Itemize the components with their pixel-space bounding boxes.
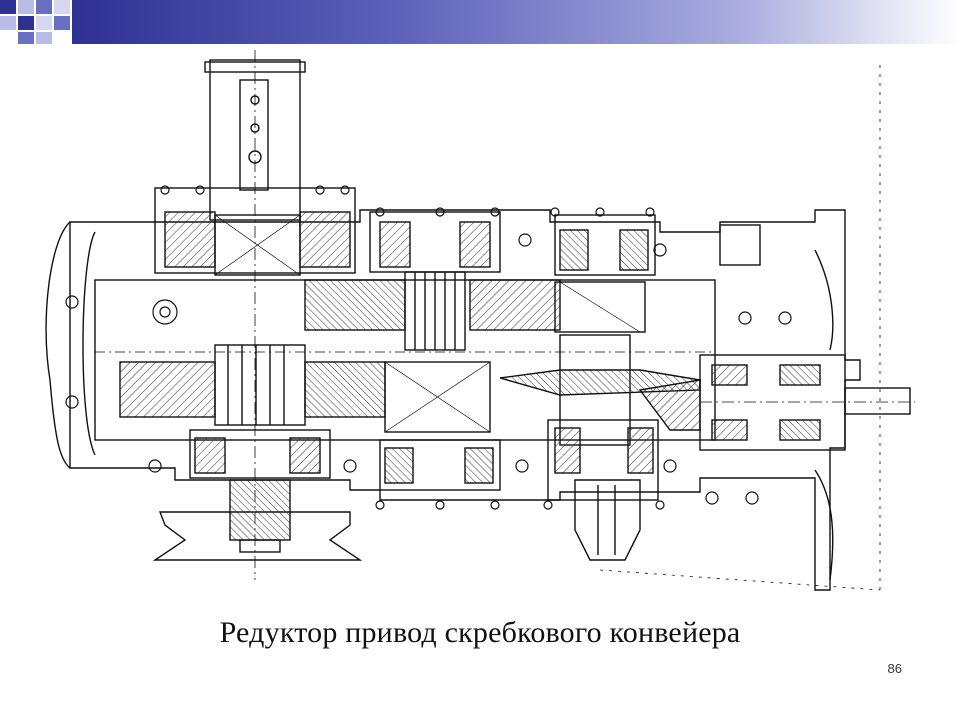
slide-caption: Редуктор привод скребкового конвейера — [219, 616, 741, 649]
header-gradient-bar — [0, 0, 960, 44]
gearbox-cross-section-drawing — [45, 50, 915, 591]
bottom-pulley — [152, 511, 363, 561]
page-number: 86 — [887, 661, 902, 676]
bolt-circles — [65, 185, 792, 510]
header-squares — [0, 0, 70, 44]
